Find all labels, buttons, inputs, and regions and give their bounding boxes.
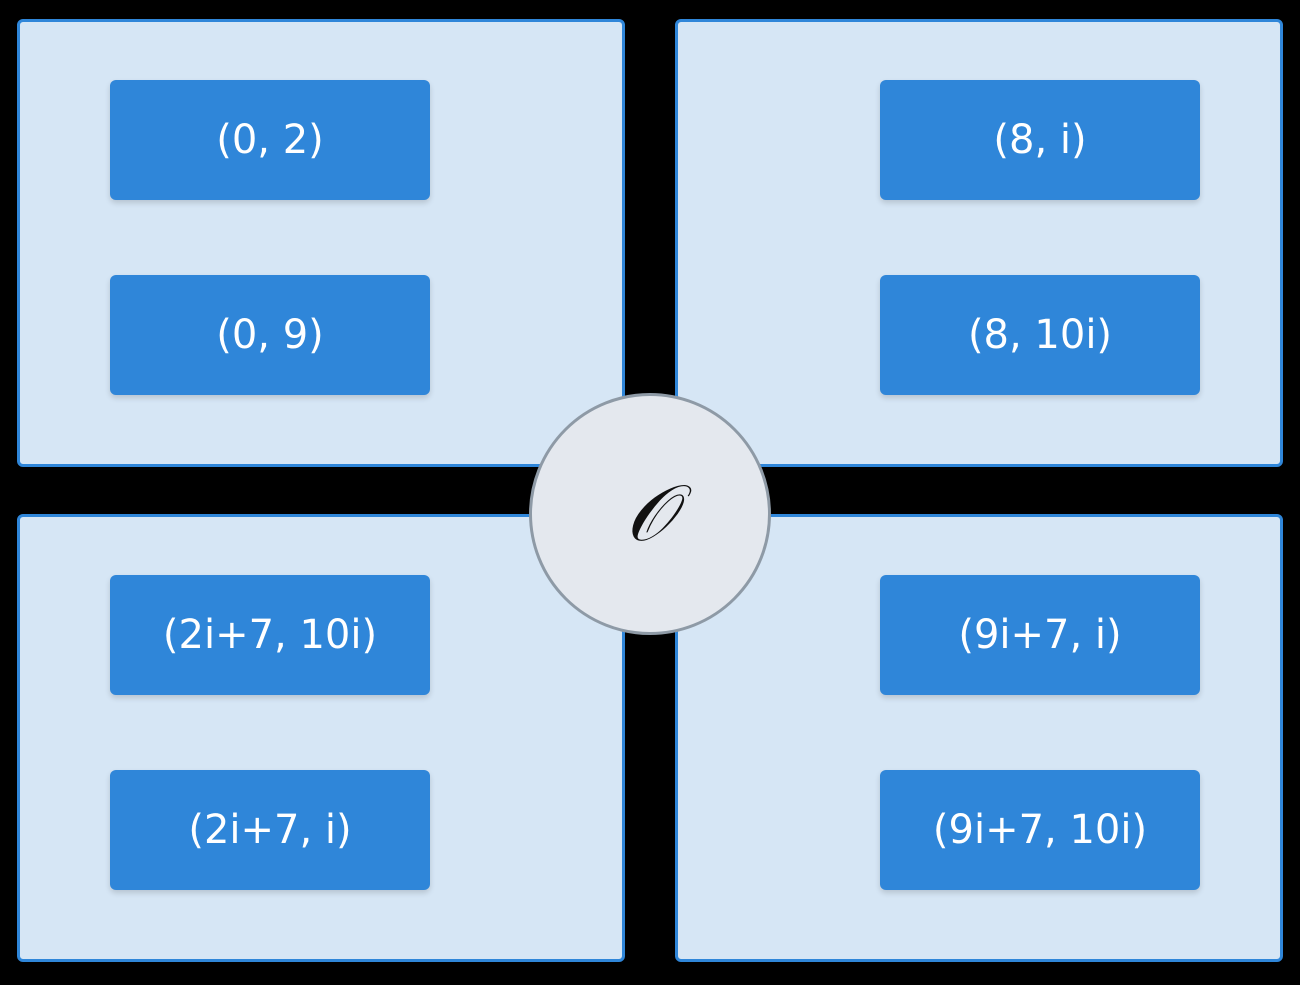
quadrant-item: (8, i) — [880, 80, 1200, 200]
quadrant-bottom-right: (9i+7, i) (9i+7, 10i) — [675, 514, 1283, 962]
quadrant-top-right: (8, i) (8, 10i) — [675, 19, 1283, 467]
quadrant-item: (9i+7, i) — [880, 575, 1200, 695]
quadrant-item: (2i+7, 10i) — [110, 575, 430, 695]
quadrant-item: (0, 2) — [110, 80, 430, 200]
quadrant-top-left: (0, 2) (0, 9) — [17, 19, 625, 467]
quadrant-item: (0, 9) — [110, 275, 430, 395]
center-node: 𝒪 — [529, 393, 771, 635]
quadrant-item: (9i+7, 10i) — [880, 770, 1200, 890]
quadrant-bottom-left: (2i+7, 10i) (2i+7, i) — [17, 514, 625, 962]
quadrant-item: (2i+7, i) — [110, 770, 430, 890]
center-symbol: 𝒪 — [625, 469, 675, 559]
quadrant-item: (8, 10i) — [880, 275, 1200, 395]
